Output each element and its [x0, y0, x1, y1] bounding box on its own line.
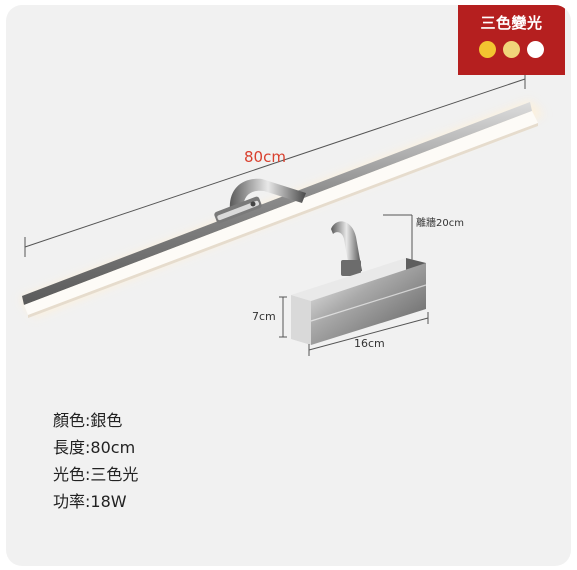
lamp-head: [291, 258, 427, 345]
product-card: 80cm 離牆20cm 7cm 16cm 三色變光 顏色:銀色 長度:80cm …: [6, 5, 571, 566]
head-height-label: 7cm: [252, 310, 276, 323]
neutral-light-dot: [503, 41, 520, 58]
spec-row-color: 顏色:銀色: [53, 407, 138, 434]
wall-distance-guides: [383, 214, 420, 264]
head-width-dimension: [308, 312, 429, 356]
warm-light-dot: [479, 41, 496, 58]
spec-label: 功率:: [53, 492, 91, 511]
color-dots: [458, 41, 565, 58]
white-light-dot: [527, 41, 544, 58]
spec-value: 三色光: [90, 465, 139, 484]
spec-list: 顏色:銀色 長度:80cm 光色:三色光 功率:18W: [53, 407, 138, 515]
spec-label: 長度:: [53, 438, 91, 457]
spec-label: 光色:: [53, 465, 91, 484]
spec-label: 顏色:: [53, 411, 91, 430]
spec-value: 銀色: [90, 411, 123, 430]
head-height-dimension: [279, 296, 287, 338]
bar-bracket: [214, 178, 306, 224]
wall-distance-label: 離牆20cm: [416, 216, 464, 229]
color-mode-badge: 三色變光: [458, 5, 565, 75]
badge-title: 三色變光: [480, 14, 543, 32]
head-width-label: 16cm: [354, 337, 385, 350]
length-label: 80cm: [244, 148, 286, 166]
spec-row-length: 長度:80cm: [53, 434, 138, 461]
spec-value: 18W: [90, 492, 127, 511]
spec-row-power: 功率:18W: [53, 488, 138, 515]
lamp-illustration: 80cm 離牆20cm 7cm 16cm: [20, 69, 544, 356]
spec-row-light-color: 光色:三色光: [53, 461, 138, 488]
light-bar: [20, 101, 544, 318]
spec-value: 80cm: [90, 438, 136, 457]
